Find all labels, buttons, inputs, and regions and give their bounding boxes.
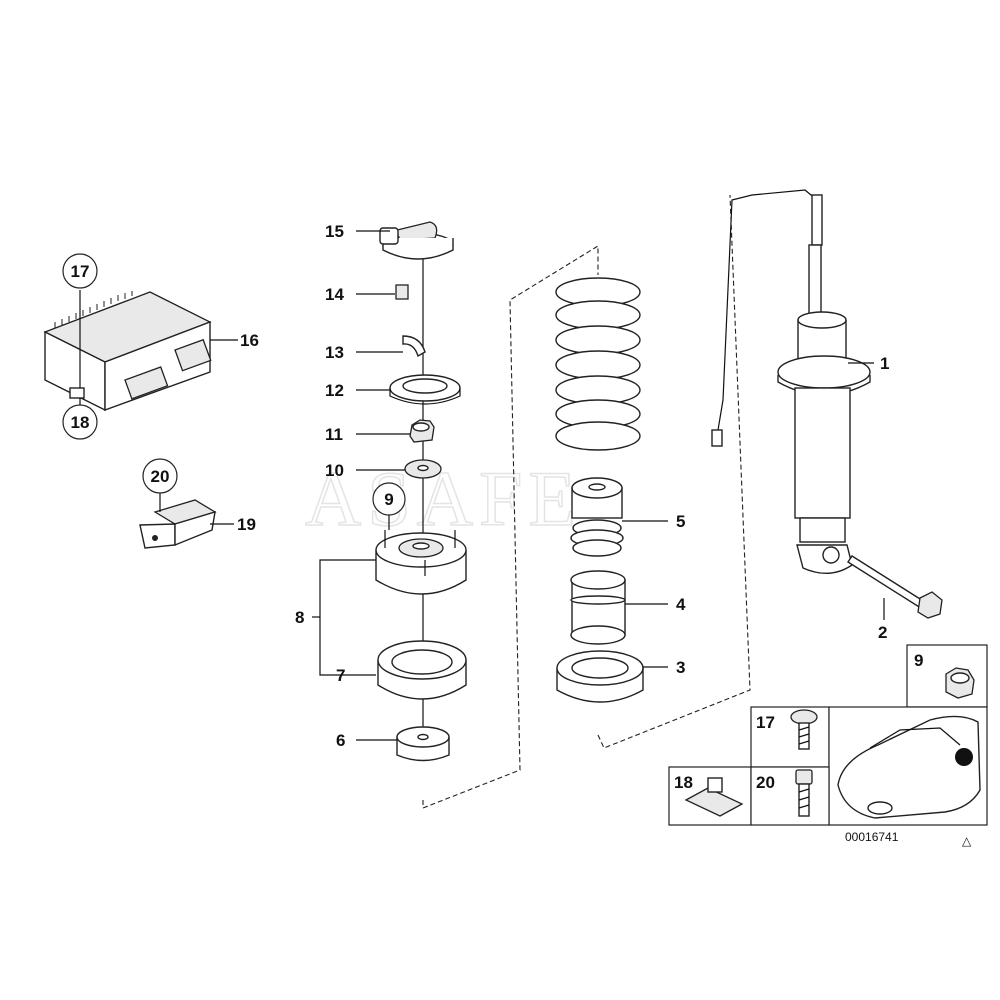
callout-3: 3 <box>676 658 685 677</box>
legend-clip-nut-part <box>684 777 744 817</box>
callout-13: 13 <box>325 343 344 362</box>
callout-12: 12 <box>325 381 344 400</box>
corner-mark: △ <box>962 834 972 848</box>
coil-spring-part <box>555 277 641 451</box>
callout-6: 6 <box>336 731 345 750</box>
legend-bolt-part <box>795 769 813 817</box>
callout-7: 7 <box>336 666 345 685</box>
callout-16: 16 <box>240 331 259 350</box>
bump-base-part <box>396 726 450 762</box>
diagram-code: 00016741 <box>845 830 899 844</box>
washer-part <box>404 459 442 479</box>
dash-guide-right <box>597 194 751 749</box>
callout-18: 18 <box>71 413 90 432</box>
callout-14: 14 <box>325 285 344 304</box>
elbow-part <box>402 335 426 358</box>
bolt-part <box>847 555 943 619</box>
legend-label-17: 17 <box>756 713 775 732</box>
control-module-part <box>43 291 212 412</box>
callout-19: 19 <box>237 515 256 534</box>
dash-guide-left <box>422 245 599 809</box>
legend-label-9: 9 <box>914 651 923 670</box>
ring-part <box>389 374 461 405</box>
callout-20: 20 <box>151 467 170 486</box>
callout-10: 10 <box>325 461 344 480</box>
support-bearing-part <box>375 530 467 595</box>
callout-9: 9 <box>384 490 393 509</box>
callout-4: 4 <box>676 595 686 614</box>
legend-screw-part <box>790 709 818 750</box>
rubber-ring-part <box>377 640 467 700</box>
car-silhouette-icon <box>837 715 981 819</box>
callout-1: 1 <box>880 354 889 373</box>
bump-stop-part <box>570 477 624 557</box>
sensor-part <box>139 499 217 549</box>
top-cap-part <box>379 221 454 260</box>
callout-15: 15 <box>325 222 344 241</box>
sleeve-part <box>570 570 626 645</box>
legend-label-20: 20 <box>756 773 775 792</box>
shock-absorber-part <box>711 189 871 574</box>
callout-circle-18 <box>62 404 98 440</box>
callout-5: 5 <box>676 512 685 531</box>
nut-part <box>409 419 435 443</box>
spring-seat-part <box>556 650 644 703</box>
legend-table: 9 17 18 20 <box>668 644 988 826</box>
watermark-text: ASAFE <box>305 455 582 542</box>
callout-circle-20 <box>142 458 178 494</box>
callout-8: 8 <box>295 608 304 627</box>
callout-circle-17 <box>62 253 98 289</box>
clip-part <box>395 284 409 300</box>
callout-11: 11 <box>325 425 343 444</box>
callout-17: 17 <box>71 262 90 281</box>
legend-nut-part <box>945 667 975 699</box>
callout-2: 2 <box>878 623 887 642</box>
location-marker-icon <box>955 748 973 766</box>
legend-label-18: 18 <box>674 773 693 792</box>
